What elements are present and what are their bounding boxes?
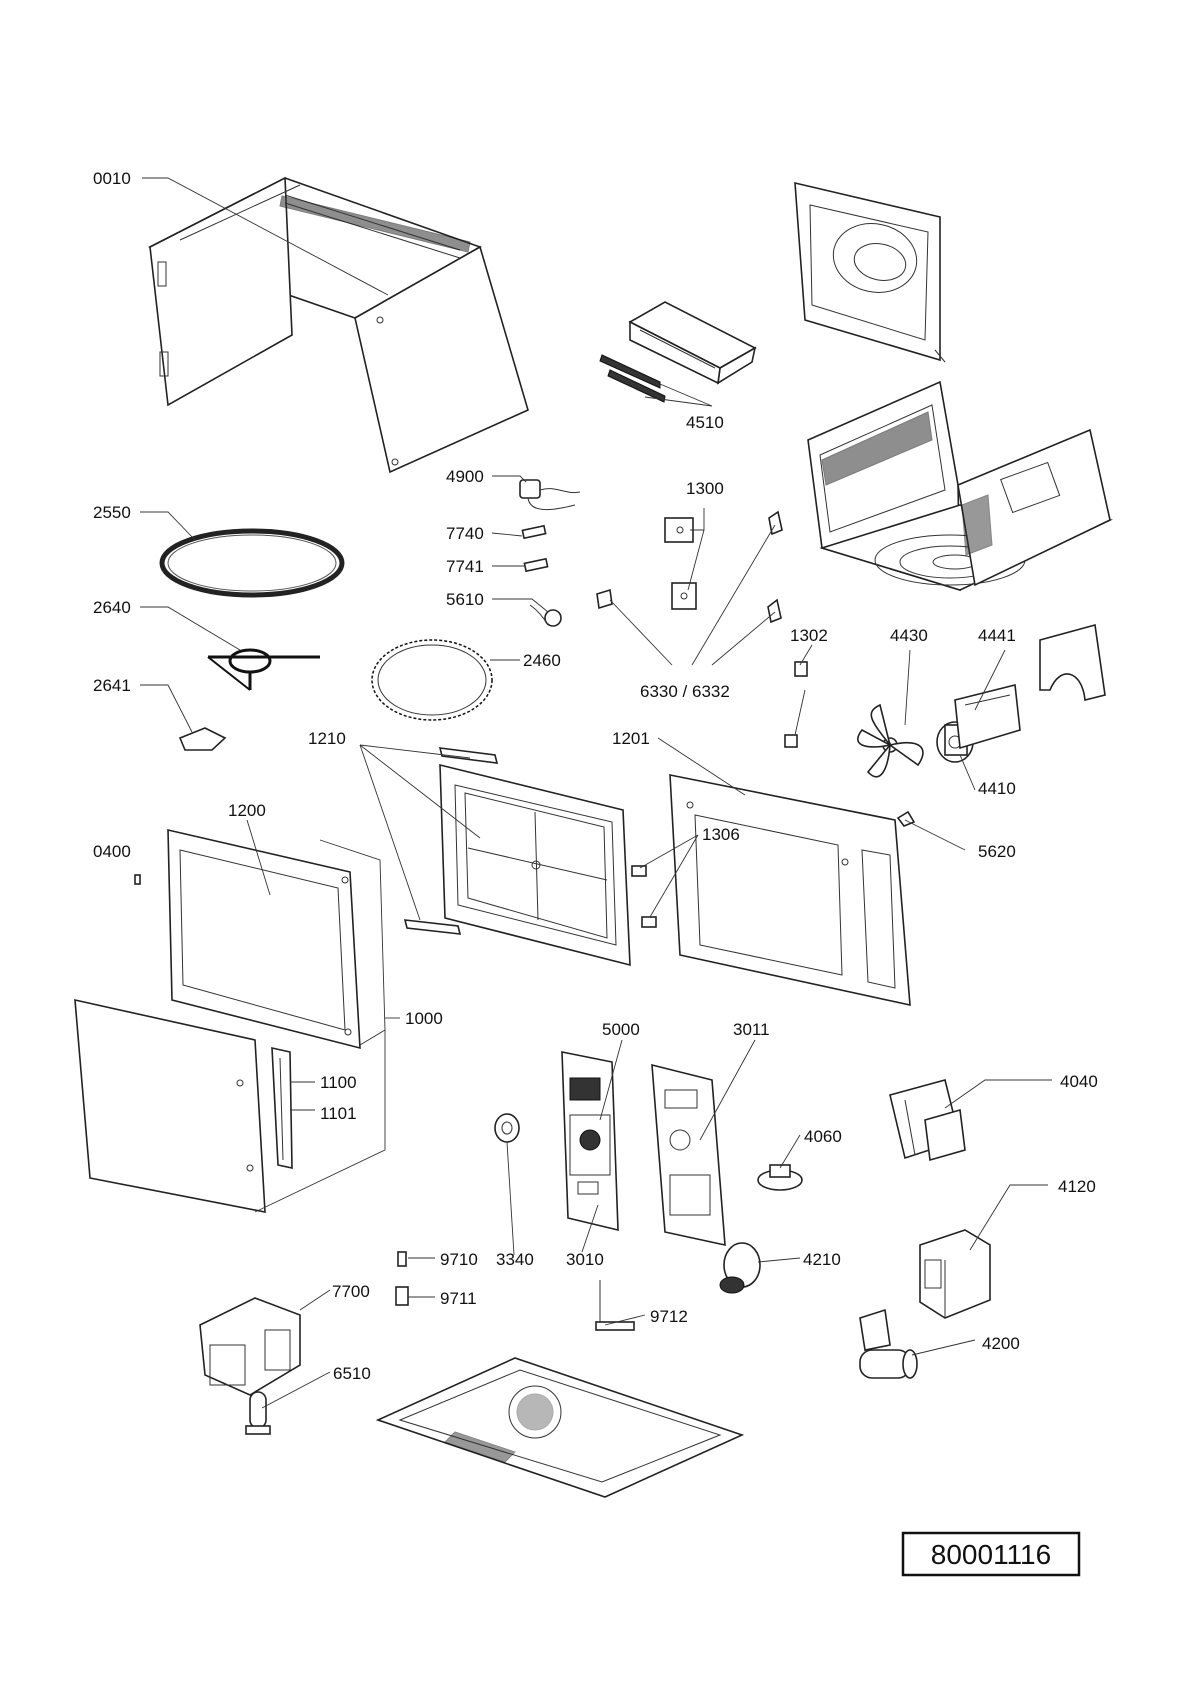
motor-bracket-4441 bbox=[954, 684, 1021, 750]
part-9712 bbox=[595, 1280, 635, 1331]
label-7741: 7741 bbox=[446, 557, 484, 576]
screw-0400 bbox=[134, 874, 141, 885]
label-5610: 5610 bbox=[446, 590, 484, 609]
sensor-5610 bbox=[529, 604, 562, 627]
motor-4900 bbox=[519, 479, 581, 511]
label-1100: 1100 bbox=[320, 1073, 357, 1092]
label-4200: 4200 bbox=[982, 1334, 1020, 1353]
label-4510: 4510 bbox=[686, 413, 724, 432]
door-handle-1100 bbox=[271, 1046, 293, 1169]
label-1200: 1200 bbox=[228, 801, 266, 820]
leader-lines bbox=[140, 177, 1052, 1409]
hinge-1306 bbox=[631, 865, 657, 928]
roller-ring-2550 bbox=[159, 528, 345, 598]
hv-unit-7700 bbox=[199, 1297, 301, 1396]
base-plate bbox=[375, 1357, 745, 1498]
label-1302: 1302 bbox=[790, 626, 828, 645]
label-1101: 1101 bbox=[320, 1104, 357, 1123]
label-4900: 4900 bbox=[446, 467, 484, 486]
door-front-panel bbox=[74, 998, 266, 1213]
label-1000: 1000 bbox=[405, 1009, 443, 1028]
label-4210: 4210 bbox=[803, 1250, 841, 1269]
microswitch-1300 bbox=[664, 517, 697, 610]
label-6330-6332: 6330 / 6332 bbox=[640, 682, 730, 701]
label-7700: 7700 bbox=[332, 1282, 370, 1301]
label-7740: 7740 bbox=[446, 524, 484, 543]
label-4040: 4040 bbox=[1060, 1072, 1098, 1091]
drawing-number-box: 80001116 bbox=[901, 1531, 1081, 1577]
label-3011: 3011 bbox=[733, 1020, 770, 1039]
label-1306: 1306 bbox=[702, 825, 740, 844]
capacitor-4210 bbox=[719, 1242, 761, 1294]
fan-blade-4430 bbox=[857, 703, 924, 778]
label-0400: 0400 bbox=[93, 842, 131, 861]
label-0010: 0010 bbox=[93, 169, 131, 188]
lamp-6510 bbox=[245, 1391, 271, 1435]
label-3340: 3340 bbox=[496, 1250, 534, 1269]
knob-3340 bbox=[494, 1113, 520, 1143]
back-plate bbox=[794, 181, 946, 363]
assembly-bracket bbox=[254, 1030, 386, 1213]
control-panel-front-3010 bbox=[561, 1051, 619, 1232]
label-6510: 6510 bbox=[333, 1364, 371, 1383]
control-pcb-3011 bbox=[651, 1063, 726, 1247]
label-1201: 1201 bbox=[612, 729, 650, 748]
label-9712: 9712 bbox=[650, 1307, 688, 1326]
connectors-6330 bbox=[596, 510, 783, 624]
door-outer-frame-1201 bbox=[669, 774, 911, 1007]
roller-support-2640 bbox=[207, 648, 320, 691]
transformer-4120 bbox=[919, 1229, 991, 1319]
motor-4060 bbox=[757, 1164, 803, 1191]
label-1210: 1210 bbox=[308, 729, 346, 748]
label-1300: 1300 bbox=[686, 479, 724, 498]
door-choke-frame bbox=[403, 747, 631, 967]
label-7740 bbox=[521, 524, 547, 540]
label-4060: 4060 bbox=[804, 1127, 842, 1146]
label-5000: 5000 bbox=[602, 1020, 640, 1039]
part-labels: 0010 4510 4900 7740 7741 5610 1300 2550 … bbox=[93, 169, 1098, 1383]
label-4120: 4120 bbox=[1058, 1177, 1096, 1196]
label-2550: 2550 bbox=[93, 503, 131, 522]
door-panel-1200 bbox=[167, 828, 361, 1050]
label-4441: 4441 bbox=[978, 626, 1016, 645]
part-9711 bbox=[395, 1286, 409, 1306]
transformer-4040 bbox=[889, 1079, 966, 1162]
switch-bracket bbox=[599, 301, 757, 403]
part-9710 bbox=[397, 1251, 407, 1267]
label-9710: 9710 bbox=[440, 1250, 478, 1269]
capacitor-4200 bbox=[859, 1308, 918, 1379]
sensor-1302 bbox=[784, 661, 808, 748]
label-3010: 3010 bbox=[566, 1250, 604, 1269]
door-frame-1000 bbox=[319, 839, 386, 1046]
fan-duct bbox=[1039, 623, 1106, 702]
coupler-2641 bbox=[178, 727, 227, 751]
part-5620 bbox=[896, 810, 916, 827]
drawing-number: 80001116 bbox=[931, 1539, 1051, 1570]
label-9711: 9711 bbox=[440, 1289, 477, 1308]
ring-2460 bbox=[371, 639, 493, 721]
label-2641: 2641 bbox=[93, 676, 131, 695]
label-2640: 2640 bbox=[93, 598, 131, 617]
label-4430: 4430 bbox=[890, 626, 928, 645]
outer-casing bbox=[147, 176, 529, 474]
label-7741 bbox=[523, 557, 549, 573]
oven-cavity bbox=[807, 380, 1113, 592]
label-4410: 4410 bbox=[978, 779, 1016, 798]
label-2460: 2460 bbox=[523, 651, 561, 670]
label-5620: 5620 bbox=[978, 842, 1016, 861]
